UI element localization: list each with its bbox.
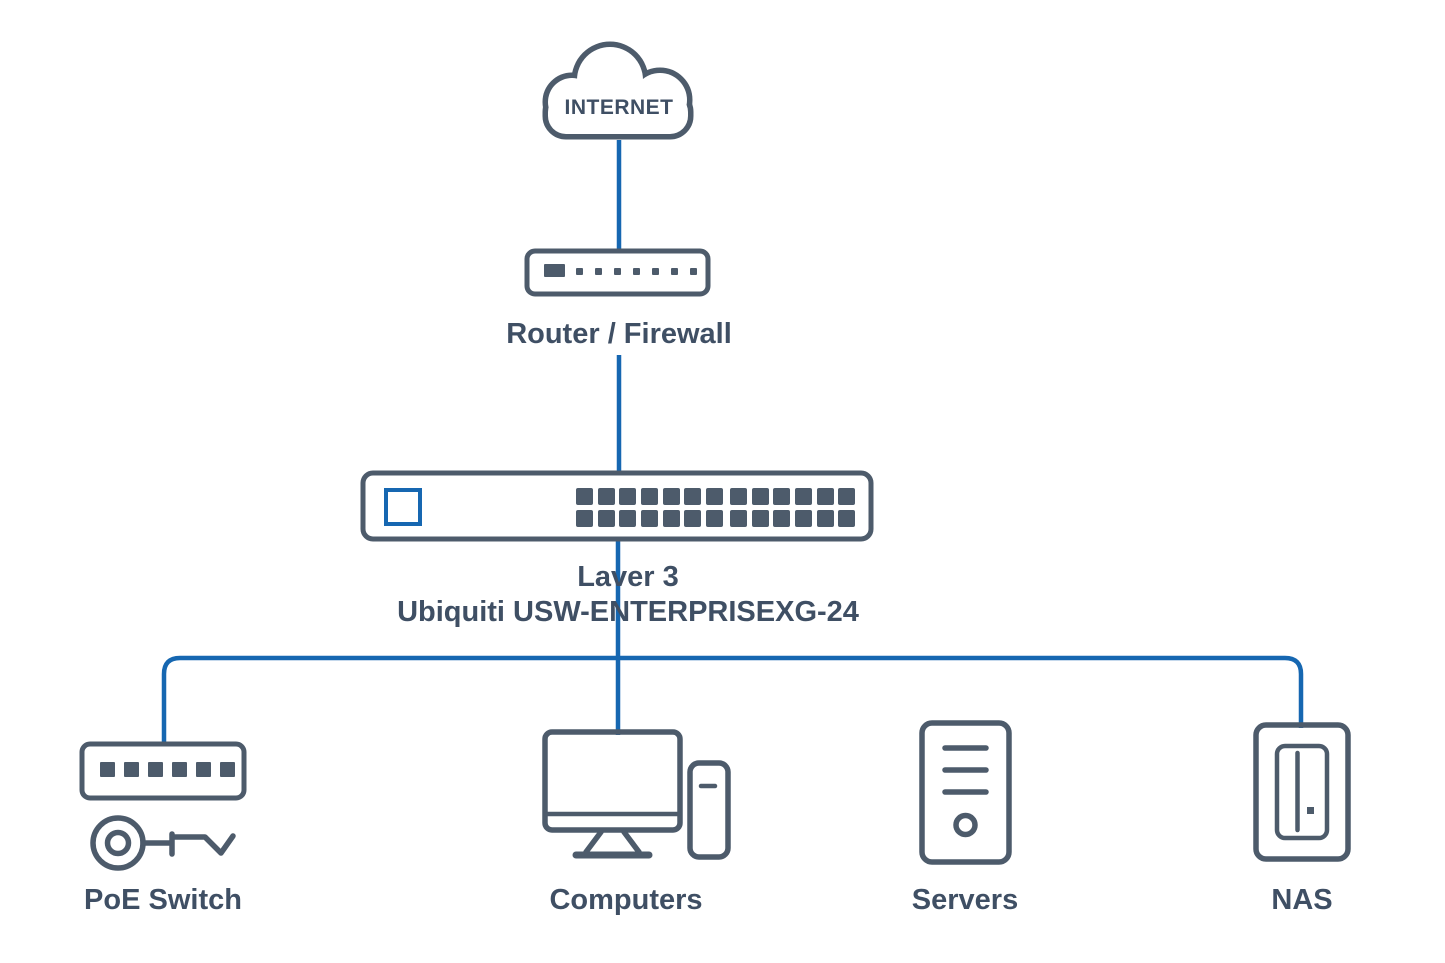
poe-switch-ports [100,762,235,777]
switch-label: Laver 3 Ubiquiti USW-ENTERPRISEXG-24 [328,560,928,630]
switch-24-port-icon [360,470,874,542]
poe-switch-icon [79,741,247,801]
router-icon [524,248,711,297]
monitor-screen [542,729,683,833]
nas-enclosure-icon [1253,722,1351,862]
switch-uplink-port [384,488,422,526]
switch-label-model: Ubiquiti USW-ENTERPRISEXG-24 [397,596,859,628]
computer-tower [687,760,731,860]
internet-cloud-icon [534,36,704,144]
monitor-stand [583,829,642,855]
nas-indicator-dot [1307,807,1314,814]
router-leds [544,264,697,277]
switch-label-layer: Laver 3 [577,561,679,593]
server-tower-icon [919,720,1012,865]
server-power-button [953,812,978,838]
servers-label: Servers [911,884,1019,916]
router-label: Router / Firewall [506,318,732,350]
key-icon [90,815,236,871]
nas-drive-bay [1274,743,1330,841]
server-vent-lines [942,745,989,795]
nas-label: NAS [1271,884,1333,916]
switch-port-grid [576,488,855,527]
poe-switch-label: PoE Switch [84,884,242,916]
wire-switch-bus [161,655,1304,747]
internet-label: INTERNET [564,96,674,119]
computers-label: Computers [549,884,703,916]
desktop-computer-icon [542,729,731,860]
